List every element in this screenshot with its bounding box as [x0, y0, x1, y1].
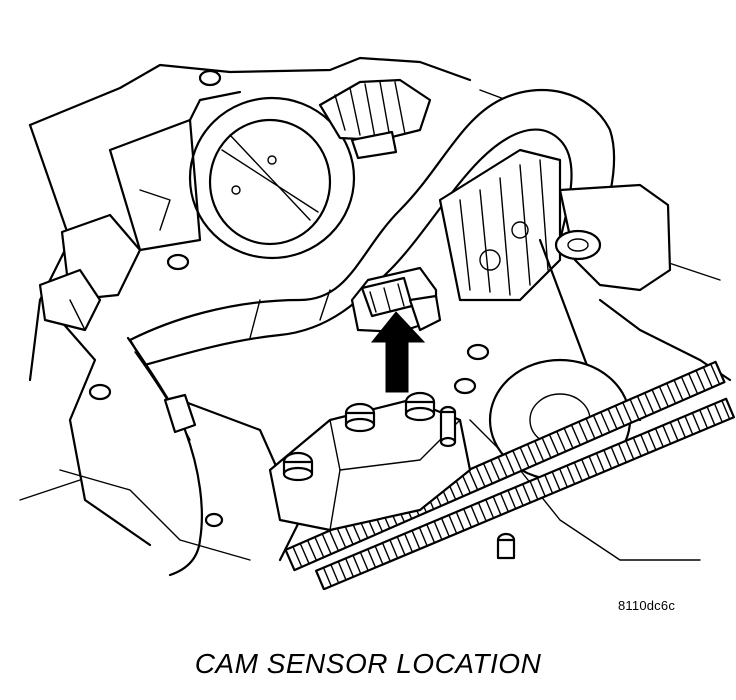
sensor-wire	[126, 336, 203, 577]
bolts	[88, 69, 516, 560]
left-connector	[38, 213, 142, 332]
alternator	[438, 148, 562, 302]
intake-hose	[318, 78, 432, 160]
wire-harness	[284, 360, 735, 590]
cam-sensor	[350, 266, 442, 334]
figure-code: 8110dc6c	[618, 598, 676, 613]
arrow-up-icon	[370, 311, 426, 393]
figure-caption: CAM SENSOR LOCATION	[194, 648, 542, 679]
engine-compartment-illustration	[19, 56, 735, 590]
throttle-body	[108, 90, 356, 260]
